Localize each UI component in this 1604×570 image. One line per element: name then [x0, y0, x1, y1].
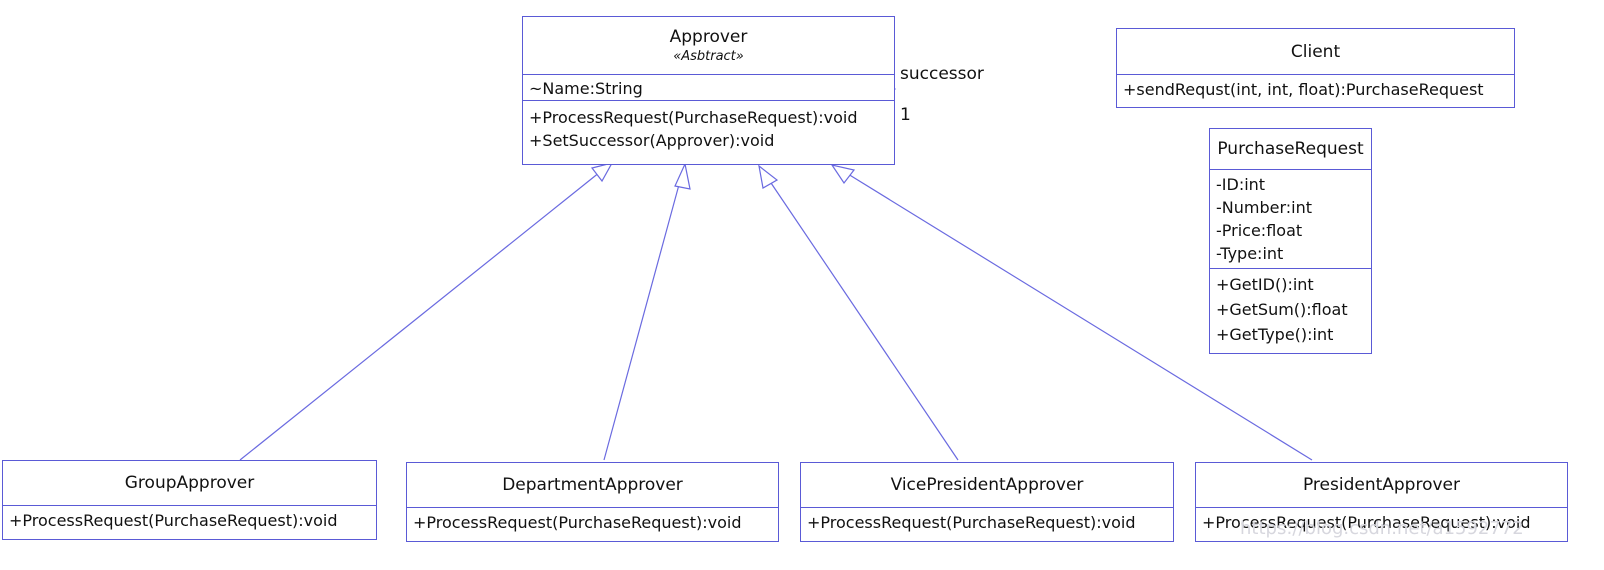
class-stereotype: «Asbtract» — [673, 49, 744, 64]
class-president-approver[interactable]: PresidentApprover +ProcessRequest(Purcha… — [1195, 462, 1568, 542]
operations-compartment: +GetID():int +GetSum():float +GetType():… — [1210, 269, 1371, 350]
operation: +ProcessRequest(PurchaseRequest):void — [807, 513, 1136, 532]
class-header: GroupApprover — [3, 461, 376, 506]
class-name: PresidentApprover — [1302, 475, 1461, 495]
generalization-line-vicepresident — [768, 179, 959, 461]
class-header: Approver «Asbtract» — [523, 17, 894, 75]
attribute: -Price:float — [1216, 221, 1303, 240]
generalization-line-department — [603, 180, 681, 461]
class-header: Client — [1117, 29, 1514, 75]
operations-compartment: +ProcessRequest(PurchaseRequest):void — [1196, 508, 1567, 537]
class-purchase-request[interactable]: PurchaseRequest -ID:int -Number:int -Pri… — [1209, 128, 1372, 354]
generalization-arrowhead-vicepresident — [758, 164, 779, 189]
association-role: successor — [900, 64, 984, 84]
attribute: -ID:int — [1216, 175, 1266, 194]
generalization-line-group — [239, 171, 601, 461]
attribute: -Type:int — [1216, 244, 1284, 263]
association-multiplicity: 1 — [900, 105, 911, 125]
class-vicepresident-approver[interactable]: VicePresidentApprover +ProcessRequest(Pu… — [800, 462, 1174, 542]
operation: +ProcessRequest(PurchaseRequest):void — [413, 513, 742, 532]
generalization-line-president — [847, 173, 1313, 461]
generalization-arrowhead-group — [590, 162, 614, 183]
class-name: Approver — [669, 27, 748, 47]
operations-compartment: +sendRequst(int, int, float):PurchaseReq… — [1117, 75, 1514, 104]
generalization-arrowhead-department — [674, 162, 691, 190]
class-name: PurchaseRequest — [1217, 139, 1364, 159]
operations-compartment: +ProcessRequest(PurchaseRequest):void — [801, 508, 1173, 537]
class-name: DepartmentApprover — [502, 475, 683, 495]
class-group-approver[interactable]: GroupApprover +ProcessRequest(PurchaseRe… — [2, 460, 377, 540]
class-client[interactable]: Client +sendRequst(int, int, float):Purc… — [1116, 28, 1515, 108]
operations-compartment: +ProcessRequest(PurchaseRequest):void — [407, 508, 778, 537]
class-header: DepartmentApprover — [407, 463, 778, 508]
attributes-compartment: ~Name:String — [523, 75, 894, 101]
operation: +GetType():int — [1216, 325, 1334, 344]
class-name: GroupApprover — [124, 473, 255, 493]
class-header: PresidentApprover — [1196, 463, 1567, 508]
class-department-approver[interactable]: DepartmentApprover +ProcessRequest(Purch… — [406, 462, 779, 542]
watermark: https://blog.csdn.net/a1592772 — [1240, 518, 1524, 539]
operation: +GetSum():float — [1216, 300, 1348, 319]
operation: +ProcessRequest(PurchaseRequest):void — [1202, 513, 1531, 532]
attribute: -Number:int — [1216, 198, 1313, 217]
class-header: VicePresidentApprover — [801, 463, 1173, 508]
class-name: Client — [1290, 41, 1341, 62]
operations-compartment: +ProcessRequest(PurchaseRequest):void +S… — [523, 101, 894, 155]
class-approver[interactable]: Approver «Asbtract» ~Name:String +Proces… — [522, 16, 895, 165]
attributes-compartment: -ID:int -Number:int -Price:float -Type:i… — [1210, 170, 1371, 269]
class-header: PurchaseRequest — [1210, 129, 1371, 170]
generalization-arrowhead-president — [830, 164, 856, 185]
operation: +ProcessRequest(PurchaseRequest):void — [9, 511, 338, 530]
operation: +GetID():int — [1216, 275, 1314, 294]
operation: +sendRequst(int, int, float):PurchaseReq… — [1123, 80, 1484, 99]
operation: +ProcessRequest(PurchaseRequest):void — [529, 108, 858, 127]
operations-compartment: +ProcessRequest(PurchaseRequest):void — [3, 506, 376, 535]
attribute: ~Name:String — [529, 79, 643, 98]
class-name: VicePresidentApprover — [890, 475, 1084, 495]
operation: +SetSuccessor(Approver):void — [529, 131, 775, 150]
